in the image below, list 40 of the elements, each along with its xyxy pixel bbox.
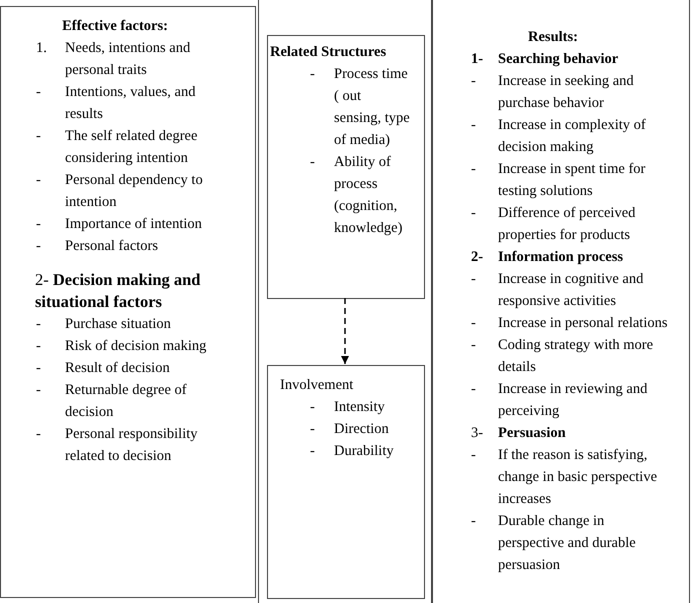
list-item: - Increase in spent time for testing solutions	[471, 160, 646, 201]
arrow	[341, 298, 349, 364]
content-box	[432, 0, 690, 603]
list-item: - Personal dependency to intention	[36, 171, 204, 212]
list-item: - Durable change in perspective and durable persuasion	[471, 512, 637, 575]
list-item: 1- Searching behavior	[471, 50, 620, 69]
box-heading: Related Structures	[270, 43, 388, 62]
list-item: - The self related degree considering intention	[36, 127, 198, 168]
box-heading: Effective factors:	[61, 17, 169, 36]
list-item: - Coding strategy with more details	[471, 336, 654, 377]
list-item: - Ability of process (cognition, knowledge)	[310, 153, 404, 238]
box-heading: Involvement	[280, 376, 354, 395]
list-item: - Direction	[310, 420, 390, 439]
section-heading: 2- Decision making and situational factors	[35, 269, 202, 313]
list-item: 1. Needs, intentions and personal traits	[36, 39, 192, 80]
list-item: - Durability	[310, 442, 395, 461]
list-item: - Increase in cognitive and responsive activities	[471, 270, 644, 311]
frame-box	[258, 0, 432, 603]
content-box	[0, 6, 256, 598]
list-item: - Personal responsibility related to decision	[36, 425, 199, 466]
list-item: - Importance of intention	[36, 215, 203, 234]
list-item: 3- Persuasion	[471, 424, 567, 443]
list-item: - Increase in personal relations	[471, 314, 668, 333]
list-item: - Risk of decision making	[36, 337, 208, 356]
list-item: 2- Information process	[471, 248, 624, 267]
list-item: - Increase in seeking and purchase behavior	[471, 72, 635, 113]
list-item: - If the reason is satisfying, change in basic perspective increases	[471, 446, 658, 509]
content-box	[267, 365, 425, 599]
list-item: - Process time ( out sensing, type of media)	[310, 65, 410, 150]
list-item: - Difference of perceived properties for products	[471, 204, 636, 245]
list-item: - Intensity	[310, 398, 386, 417]
list-item: - Purchase situation	[36, 315, 172, 334]
list-item: - Increase in complexity of decision making	[471, 116, 647, 157]
content-box	[267, 35, 425, 299]
list-item: - Personal factors	[36, 237, 160, 256]
list-item: - Intentions, values, and results	[36, 83, 196, 124]
box-heading: Results:	[527, 28, 579, 47]
list-item: - Increase in reviewing and perceiving	[471, 380, 648, 421]
list-item: - Returnable degree of decision	[36, 381, 188, 422]
list-item: - Result of decision	[36, 359, 171, 378]
